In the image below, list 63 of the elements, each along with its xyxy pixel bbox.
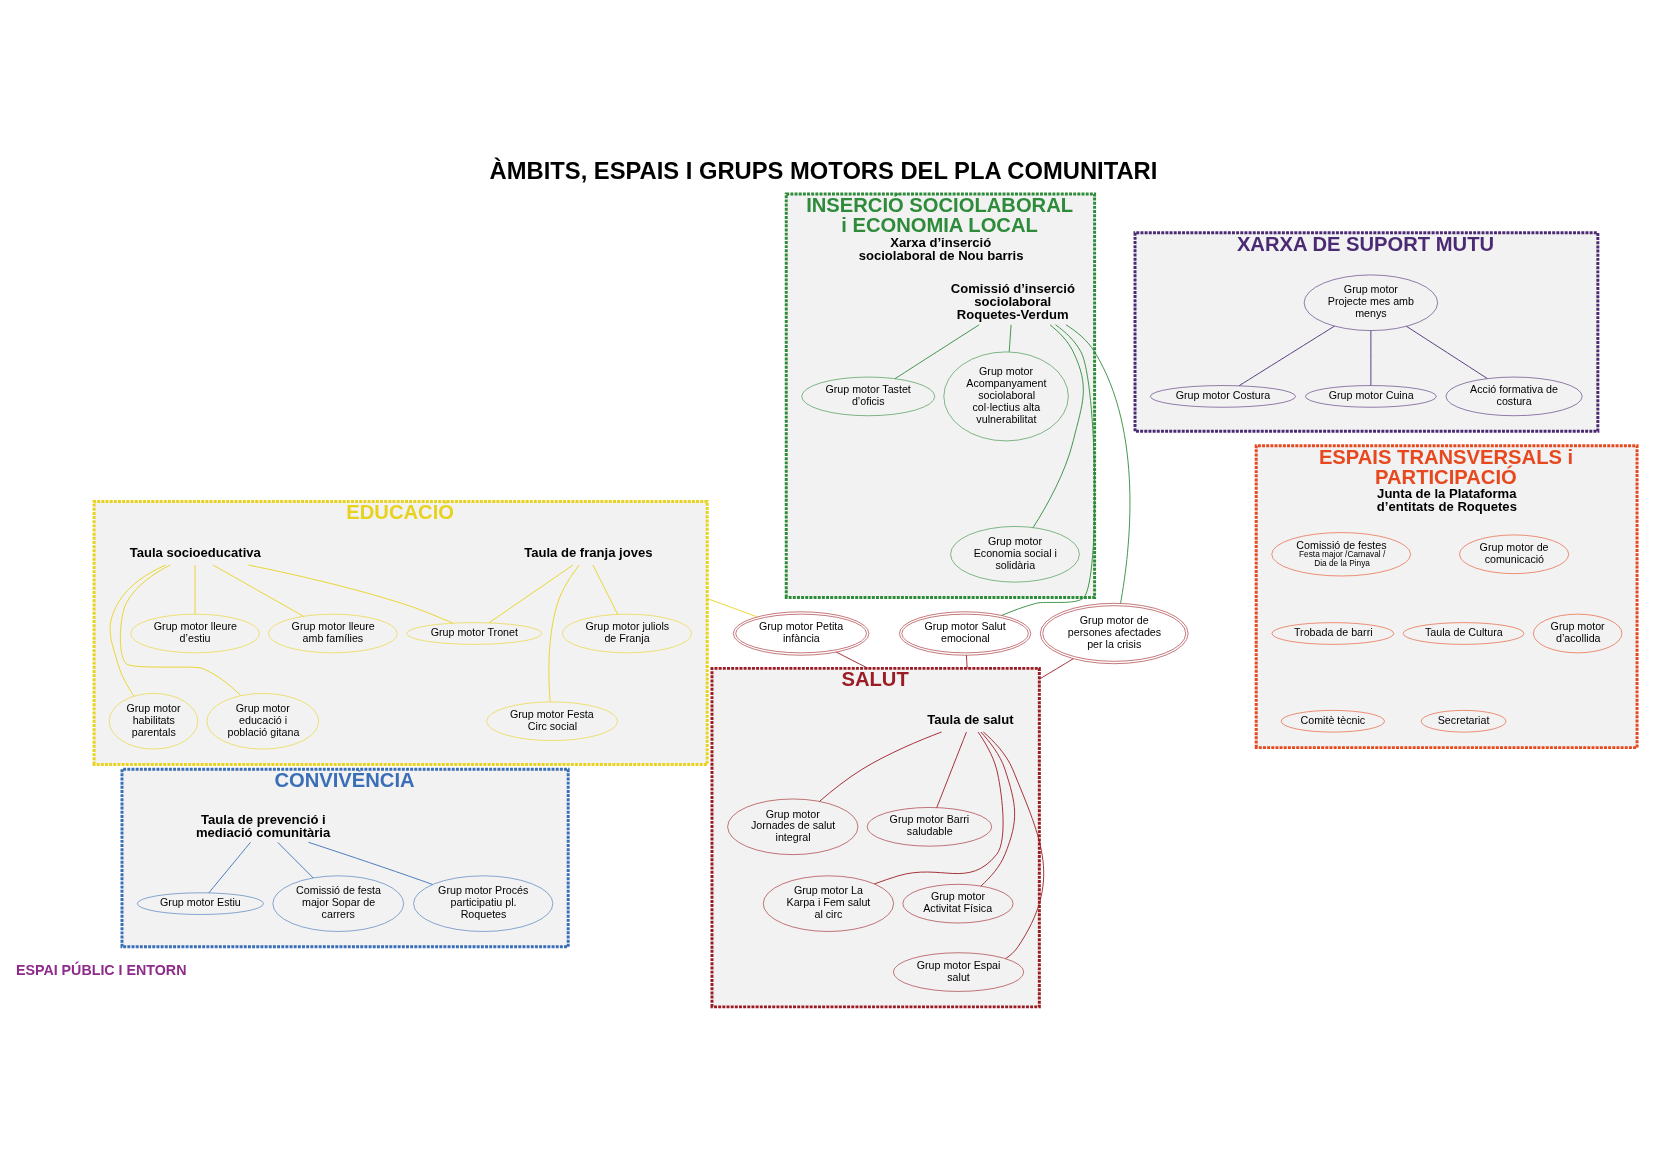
node-ellipse: Grup motor La Karpa i Fem salut al circ xyxy=(762,875,894,932)
node-text: Taula socioeducativa xyxy=(129,544,261,560)
connector xyxy=(982,731,1045,959)
node-ellipse: Grup motor Tastet d’oficis xyxy=(801,376,936,416)
connector xyxy=(592,564,619,615)
connector xyxy=(894,323,980,379)
node-ellipse: Secretariat xyxy=(1420,709,1507,732)
connector xyxy=(548,564,580,702)
connector xyxy=(936,731,967,808)
connector xyxy=(835,651,869,669)
node-ellipse: Grup motor lleure d’estiu xyxy=(130,613,260,653)
connector xyxy=(1370,329,1372,386)
connector xyxy=(980,731,1016,886)
connector xyxy=(1032,323,1084,528)
node-ellipse: Grup motor juliols de Franja xyxy=(562,613,692,653)
node-ellipse: Grup motor Costura xyxy=(1150,384,1296,408)
connector xyxy=(1038,657,1074,680)
node-text: Taula de franja joves xyxy=(524,544,653,560)
node-ellipse: Grup motor Acompanyament sociolaboral col·lectius alta vulnerabilitat xyxy=(943,351,1069,441)
connector xyxy=(109,564,166,697)
connector xyxy=(1065,323,1131,604)
connector xyxy=(874,731,1004,884)
connector xyxy=(277,841,314,878)
node-ellipse: Comitè tècnic xyxy=(1280,709,1385,732)
connector xyxy=(706,597,758,617)
connector xyxy=(1008,323,1012,352)
node-ellipse: Grup motor Activitat Física xyxy=(902,883,1014,923)
connector xyxy=(488,564,574,623)
connector xyxy=(119,564,242,696)
node-text: Comissió d’inserció sociolaboral Roquetes-Verdum xyxy=(950,280,1075,322)
connector xyxy=(212,564,304,617)
connector xyxy=(194,564,196,614)
diagram-title: ÀMBITS, ESPAIS I GRUPS MOTORS DEL PLA COMUNITARI xyxy=(489,156,1158,184)
label: ESPAI PÚBLIC I ENTORN xyxy=(15,961,187,978)
connector xyxy=(208,841,251,893)
node-ellipse: Comissió de festa major Sopar de carrers xyxy=(272,875,404,932)
node-ellipse: Grup motor Procés participatiu pl. Roquetes xyxy=(413,875,554,932)
node-ellipse: Acció formativa de costura xyxy=(1445,376,1583,416)
connector xyxy=(247,564,454,624)
node-ellipse: Grup motor Festa Circ social xyxy=(486,701,618,741)
node-ellipse: Grup motor Espai salut xyxy=(893,951,1025,992)
node-ellipse: Grup motor de comunicació xyxy=(1459,534,1569,574)
node-ellipse: Grup motor lleure amb famílies xyxy=(268,613,398,653)
node-ellipse: Trobada de barri xyxy=(1271,621,1395,645)
node-text: Taula de salut xyxy=(927,711,1014,727)
node-ellipse: Comissió de festes Festa major /Carnaval / Dia de la Pinya xyxy=(1271,531,1411,576)
node-ellipse: Grup motor Economia social i solidària xyxy=(950,525,1080,582)
node-ellipse: Grup motor Tronet xyxy=(406,621,543,645)
connector xyxy=(965,654,968,669)
connector xyxy=(1238,325,1335,386)
node-ellipse: Taula de Cultura xyxy=(1402,621,1525,645)
node-ellipse: Grup motor habilitats parentals xyxy=(108,692,199,749)
node-ellipse: Grup motor Barri saludable xyxy=(866,806,992,846)
connector xyxy=(1406,325,1488,379)
node-ellipse: Grup motor d’acollida xyxy=(1533,613,1623,653)
node-text: Taula de prevenció i mediació comunitària xyxy=(195,811,331,840)
node-ellipse: Grup motor Estiu xyxy=(137,892,264,915)
connector xyxy=(308,841,433,885)
node-ellipse: Grup motor educació i població gitana xyxy=(206,692,319,749)
node-ellipse: Grup motor Projecte mes amb menys xyxy=(1303,274,1438,331)
connector xyxy=(818,731,943,802)
node-ellipse: Grup motor Jornades de salut integral xyxy=(727,798,859,855)
node-ellipse: Grup motor Cuina xyxy=(1305,384,1437,408)
